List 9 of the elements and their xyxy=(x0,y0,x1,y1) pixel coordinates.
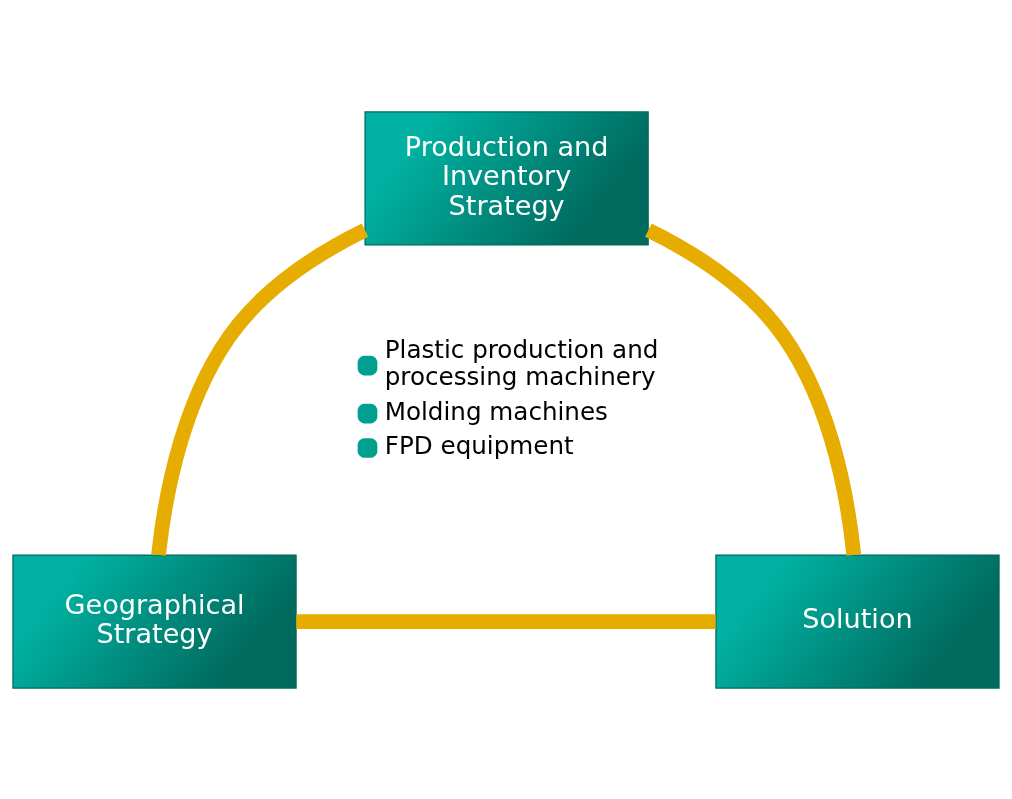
node-box: Geographical Strategy xyxy=(12,554,297,689)
label: Plastic production and processing machinery xyxy=(384,334,659,391)
node-box: Solution xyxy=(715,554,1000,689)
connector xyxy=(151,223,369,556)
connector xyxy=(296,613,716,629)
connector xyxy=(645,223,862,556)
label: Molding machines xyxy=(384,396,608,426)
node-box: Production and Inventory Strategy xyxy=(364,110,649,245)
label: FPD equipment xyxy=(384,430,574,460)
